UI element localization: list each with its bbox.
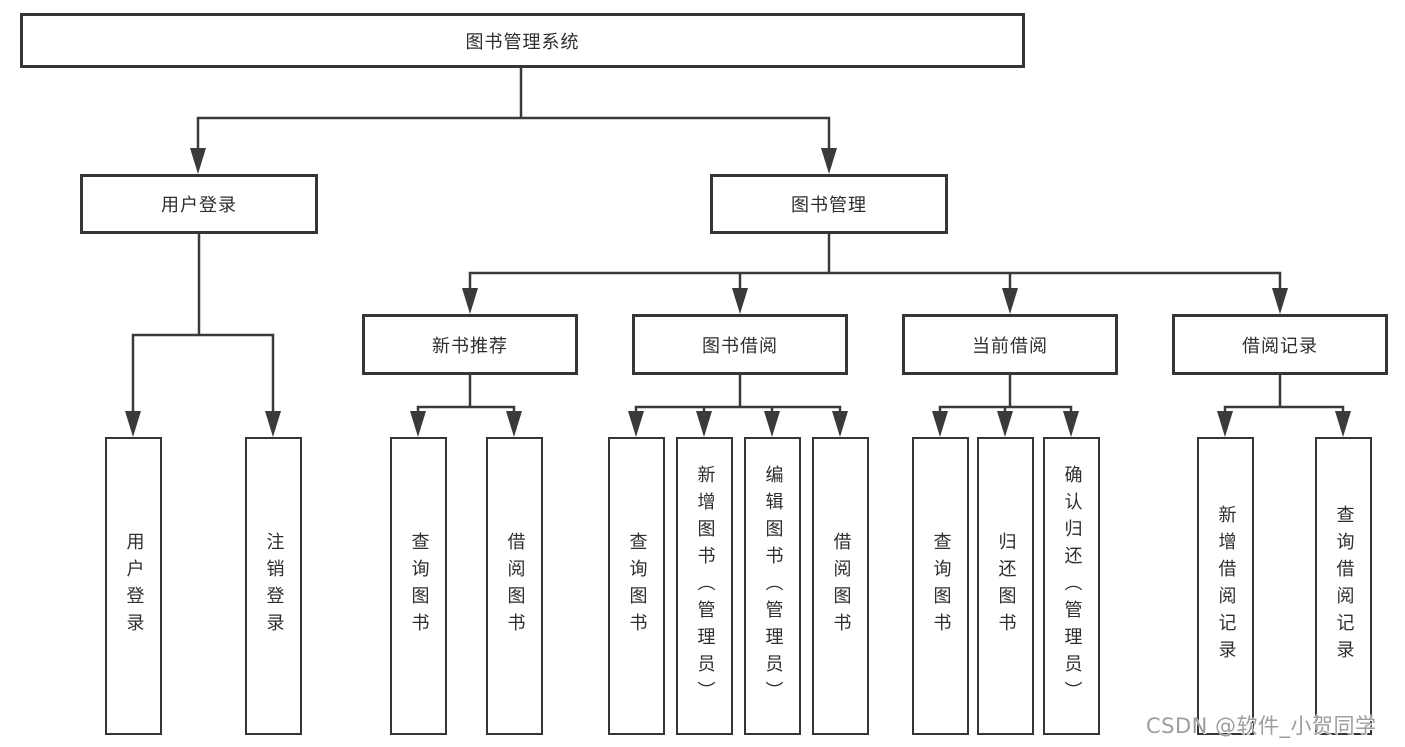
node-book-management-system: 图书管理系统 <box>20 13 1025 68</box>
arrowhead <box>1335 411 1351 437</box>
arrowhead <box>1002 288 1018 314</box>
node-label: 图书管理 <box>791 195 867 216</box>
arrowhead <box>997 411 1013 437</box>
arrowhead <box>764 411 780 437</box>
node-label: 借阅记录 <box>1242 335 1318 357</box>
node-label: 新书推荐 <box>432 335 508 357</box>
connector-user-login-to-leaves <box>125 234 281 437</box>
leaf-user-login: 用户登录 <box>105 437 162 735</box>
leaf-label: 确认归还（管理员） <box>1061 464 1083 708</box>
arrowhead <box>410 411 426 437</box>
node-label: 当前借阅 <box>972 335 1048 357</box>
leaf-edit-book-admin: 编辑图书（管理员） <box>744 437 801 735</box>
node-label: 图书管理系统 <box>465 31 580 53</box>
leaf-label: 查询图书 <box>626 532 648 640</box>
arrowhead <box>832 411 848 437</box>
node-new-book-recommendation: 新书推荐 <box>362 314 578 375</box>
arrowhead <box>696 411 712 437</box>
leaf-return-book: 归还图书 <box>977 437 1034 735</box>
leaf-query-books-recommendation: 查询图书 <box>390 437 447 735</box>
leaf-confirm-return-admin: 确认归还（管理员） <box>1043 437 1100 735</box>
arrowhead <box>932 411 948 437</box>
leaf-label: 借阅图书 <box>504 532 526 640</box>
arrowhead <box>190 148 206 174</box>
leaf-label: 查询借阅记录 <box>1333 505 1355 667</box>
arrowhead <box>506 411 522 437</box>
leaf-logout: 注销登录 <box>245 437 302 735</box>
connector-book-management-to-level3 <box>462 234 1288 314</box>
arrowhead <box>125 411 141 437</box>
connector-root-to-level2 <box>190 68 837 174</box>
leaf-query-books-current: 查询图书 <box>912 437 969 735</box>
leaf-label: 借阅图书 <box>830 532 852 640</box>
leaf-label: 注销登录 <box>263 532 285 640</box>
arrowhead <box>1272 288 1288 314</box>
node-label: 用户登录 <box>161 195 237 216</box>
leaf-query-books-borrowing: 查询图书 <box>608 437 665 735</box>
node-user-login: 用户登录 <box>80 174 318 234</box>
leaf-label: 查询图书 <box>408 532 430 640</box>
arrowhead <box>628 411 644 437</box>
node-book-borrowing: 图书借阅 <box>632 314 848 375</box>
leaf-borrow-books-borrowing: 借阅图书 <box>812 437 869 735</box>
leaf-borrow-books-recommendation: 借阅图书 <box>486 437 543 735</box>
leaf-add-borrow-record: 新增借阅记录 <box>1197 437 1254 735</box>
connector-current-borrowing-to-leaves <box>932 375 1079 437</box>
leaf-label: 查询图书 <box>930 532 952 640</box>
node-current-borrowing: 当前借阅 <box>902 314 1118 375</box>
leaf-add-book-admin: 新增图书（管理员） <box>676 437 733 735</box>
leaf-query-borrow-record: 查询借阅记录 <box>1315 437 1372 735</box>
csdn-watermark: CSDN @软件_小贺同学 <box>1146 714 1377 738</box>
arrowhead <box>1217 411 1233 437</box>
node-book-management: 图书管理 <box>710 174 948 234</box>
leaf-label: 编辑图书（管理员） <box>762 464 784 708</box>
connector-book-borrowing-to-leaves <box>628 375 848 437</box>
arrowhead <box>732 288 748 314</box>
arrowhead <box>265 411 281 437</box>
connector-borrowing-records-to-leaves <box>1217 375 1351 437</box>
leaf-label: 用户登录 <box>123 532 145 640</box>
connector-new-book-recommendation-to-leaves <box>410 375 522 437</box>
arrowhead <box>821 148 837 174</box>
leaf-label: 新增图书（管理员） <box>694 464 716 708</box>
node-borrowing-records: 借阅记录 <box>1172 314 1388 375</box>
leaf-label: 归还图书 <box>995 532 1017 640</box>
node-label: 图书借阅 <box>702 335 778 357</box>
arrowhead <box>462 288 478 314</box>
leaf-label: 新增借阅记录 <box>1215 505 1237 667</box>
arrowhead <box>1063 411 1079 437</box>
